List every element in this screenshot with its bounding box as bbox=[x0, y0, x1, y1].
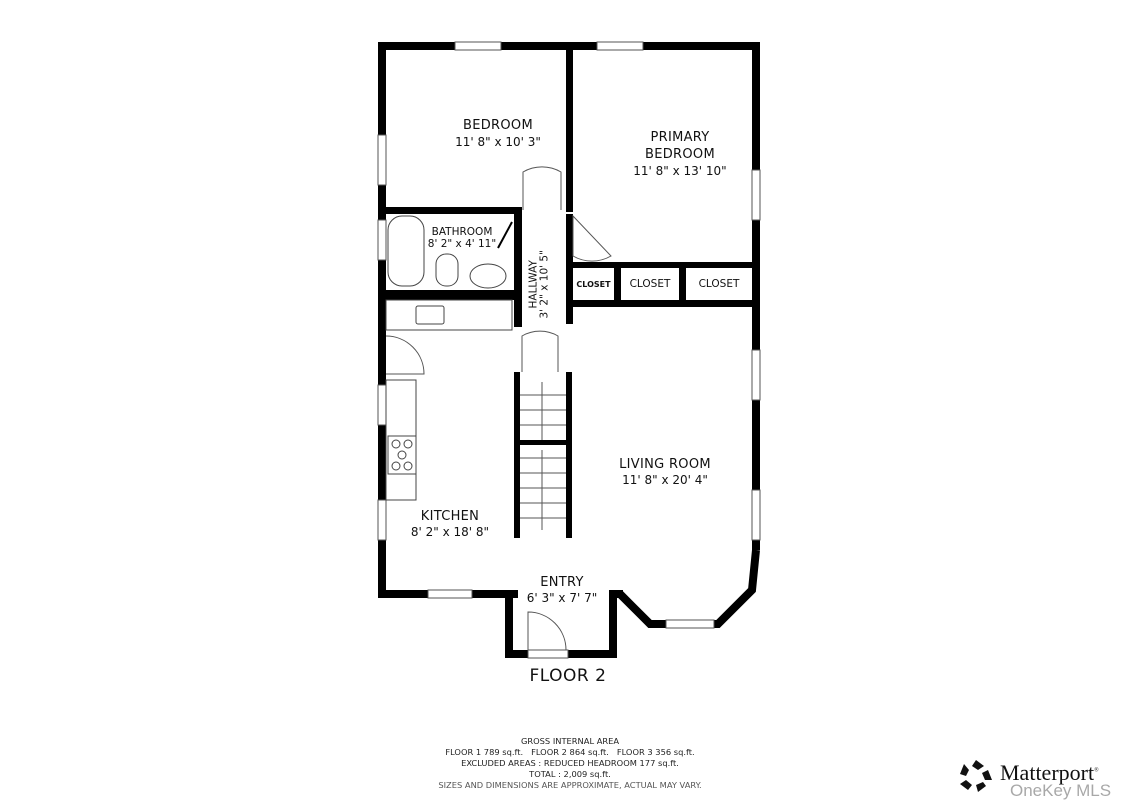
stairs bbox=[520, 382, 566, 530]
primary-bedroom-label-line1: PRIMARY bbox=[650, 130, 710, 145]
bathroom-dimensions: 8' 2" x 4' 11" bbox=[427, 238, 497, 250]
hallway-dimensions: 3' 2" x 10' 5" bbox=[538, 250, 551, 319]
closet-label-middle: CLOSET bbox=[629, 278, 671, 290]
area-summary: GROSS INTERNAL AREA FLOOR 1 789 sq.ft. F… bbox=[410, 736, 730, 791]
bedroom-label: BEDROOM bbox=[463, 118, 533, 133]
area-total: TOTAL : 2,009 sq.ft. bbox=[529, 769, 611, 779]
kitchen-dimensions: 8' 2" x 18' 8" bbox=[410, 525, 490, 539]
kitchen-fixtures bbox=[385, 299, 513, 501]
living-room-dimensions: 11' 8" x 20' 4" bbox=[622, 473, 708, 487]
area-disclaimer: SIZES AND DIMENSIONS ARE APPROXIMATE, AC… bbox=[438, 780, 702, 790]
entry-label: ENTRY bbox=[540, 575, 584, 590]
matterport-wordmark: Matterport® bbox=[1000, 760, 1099, 785]
matterport-logo-icon bbox=[960, 760, 992, 792]
entry-dimensions: 6' 3" x 7' 7" bbox=[526, 591, 598, 605]
area-excluded: EXCLUDED AREAS : REDUCED HEADROOM 177 sq… bbox=[461, 758, 679, 768]
living-room-label: LIVING ROOM bbox=[619, 457, 711, 472]
bathroom-label: BATHROOM bbox=[431, 226, 493, 238]
floor-title: FLOOR 2 bbox=[529, 666, 607, 686]
bay-window-walls bbox=[617, 549, 760, 628]
primary-bedroom-dimensions: 11' 8" x 13' 10" bbox=[633, 164, 727, 178]
interior-walls bbox=[386, 42, 756, 538]
windows bbox=[377, 41, 761, 629]
closet-label-right: CLOSET bbox=[698, 278, 740, 290]
matterport-brand: Matterport® bbox=[958, 758, 1138, 802]
area-heading: GROSS INTERNAL AREA bbox=[520, 736, 620, 746]
primary-bedroom-label-line2: BEDROOM bbox=[645, 147, 715, 162]
area-floors: FLOOR 1 789 sq.ft. FLOOR 2 864 sq.ft. FL… bbox=[445, 747, 695, 757]
onekey-mls-watermark: OneKey MLS bbox=[1010, 781, 1112, 800]
bedroom-dimensions: 11' 8" x 10' 3" bbox=[455, 135, 541, 149]
kitchen-label: KITCHEN bbox=[420, 509, 480, 524]
door-swings bbox=[385, 166, 612, 651]
closet-label-small: CLOSET bbox=[576, 280, 611, 289]
bathroom-fixtures bbox=[387, 215, 513, 289]
